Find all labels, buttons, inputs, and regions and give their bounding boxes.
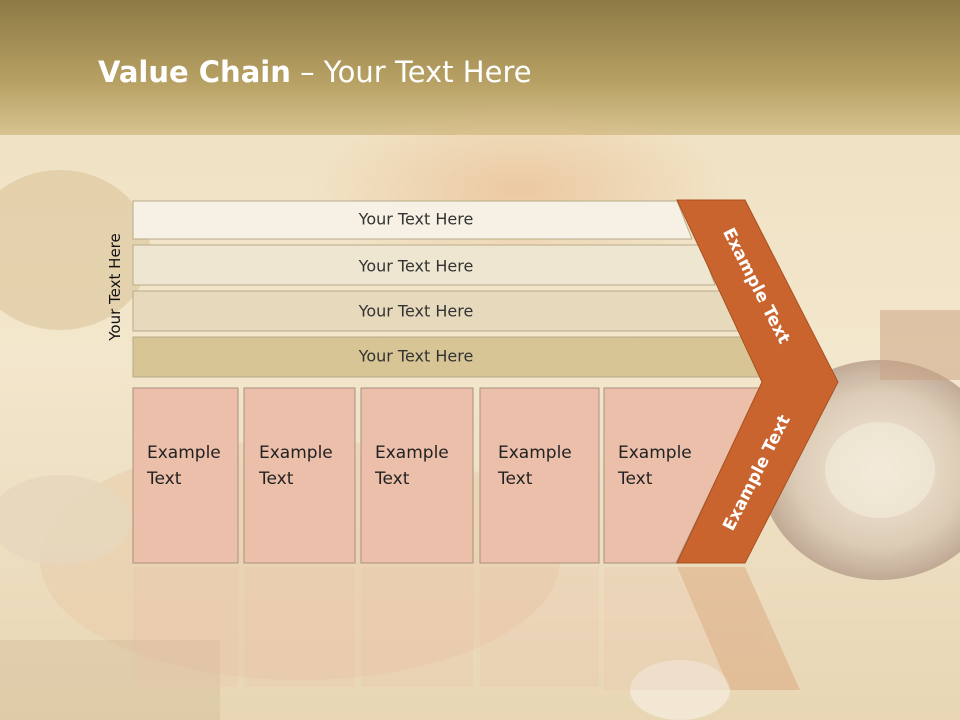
cell-3-line1: Example (375, 443, 449, 463)
bar-1-label: Your Text Here (358, 209, 474, 229)
chevron-shape[interactable] (676, 199, 839, 564)
title-rest: – Your Text Here (290, 55, 532, 89)
cell-4-line2: Text (498, 469, 533, 489)
cell-2-line1: Example (259, 443, 333, 463)
cell-5-shape[interactable] (603, 387, 761, 564)
bar-2-shape[interactable] (132, 244, 716, 286)
cell-1-line1: Example (147, 443, 221, 463)
cell-4-shape[interactable] (479, 387, 600, 564)
title-bold: Value Chain (98, 55, 291, 89)
bar-2-label: Your Text Here (358, 256, 474, 276)
slide-title: Value Chain – Your Text Here (98, 55, 532, 89)
cell-5-line1: Example (618, 443, 692, 463)
cell-5-line2: Text (618, 469, 653, 489)
cell-2-shape[interactable] (243, 387, 356, 564)
cell-4-line1: Example (498, 443, 572, 463)
reflection (133, 567, 800, 690)
cell-3-line2: Text (375, 469, 410, 489)
bar-4-label: Your Text Here (358, 346, 474, 366)
cell-1-line2: Text (147, 469, 182, 489)
cell-3-shape[interactable] (360, 387, 474, 564)
cell-2-line2: Text (259, 469, 294, 489)
cell-1-shape[interactable] (132, 387, 239, 564)
bar-3-label: Your Text Here (358, 301, 474, 321)
bar-1-shape[interactable] (132, 200, 693, 240)
